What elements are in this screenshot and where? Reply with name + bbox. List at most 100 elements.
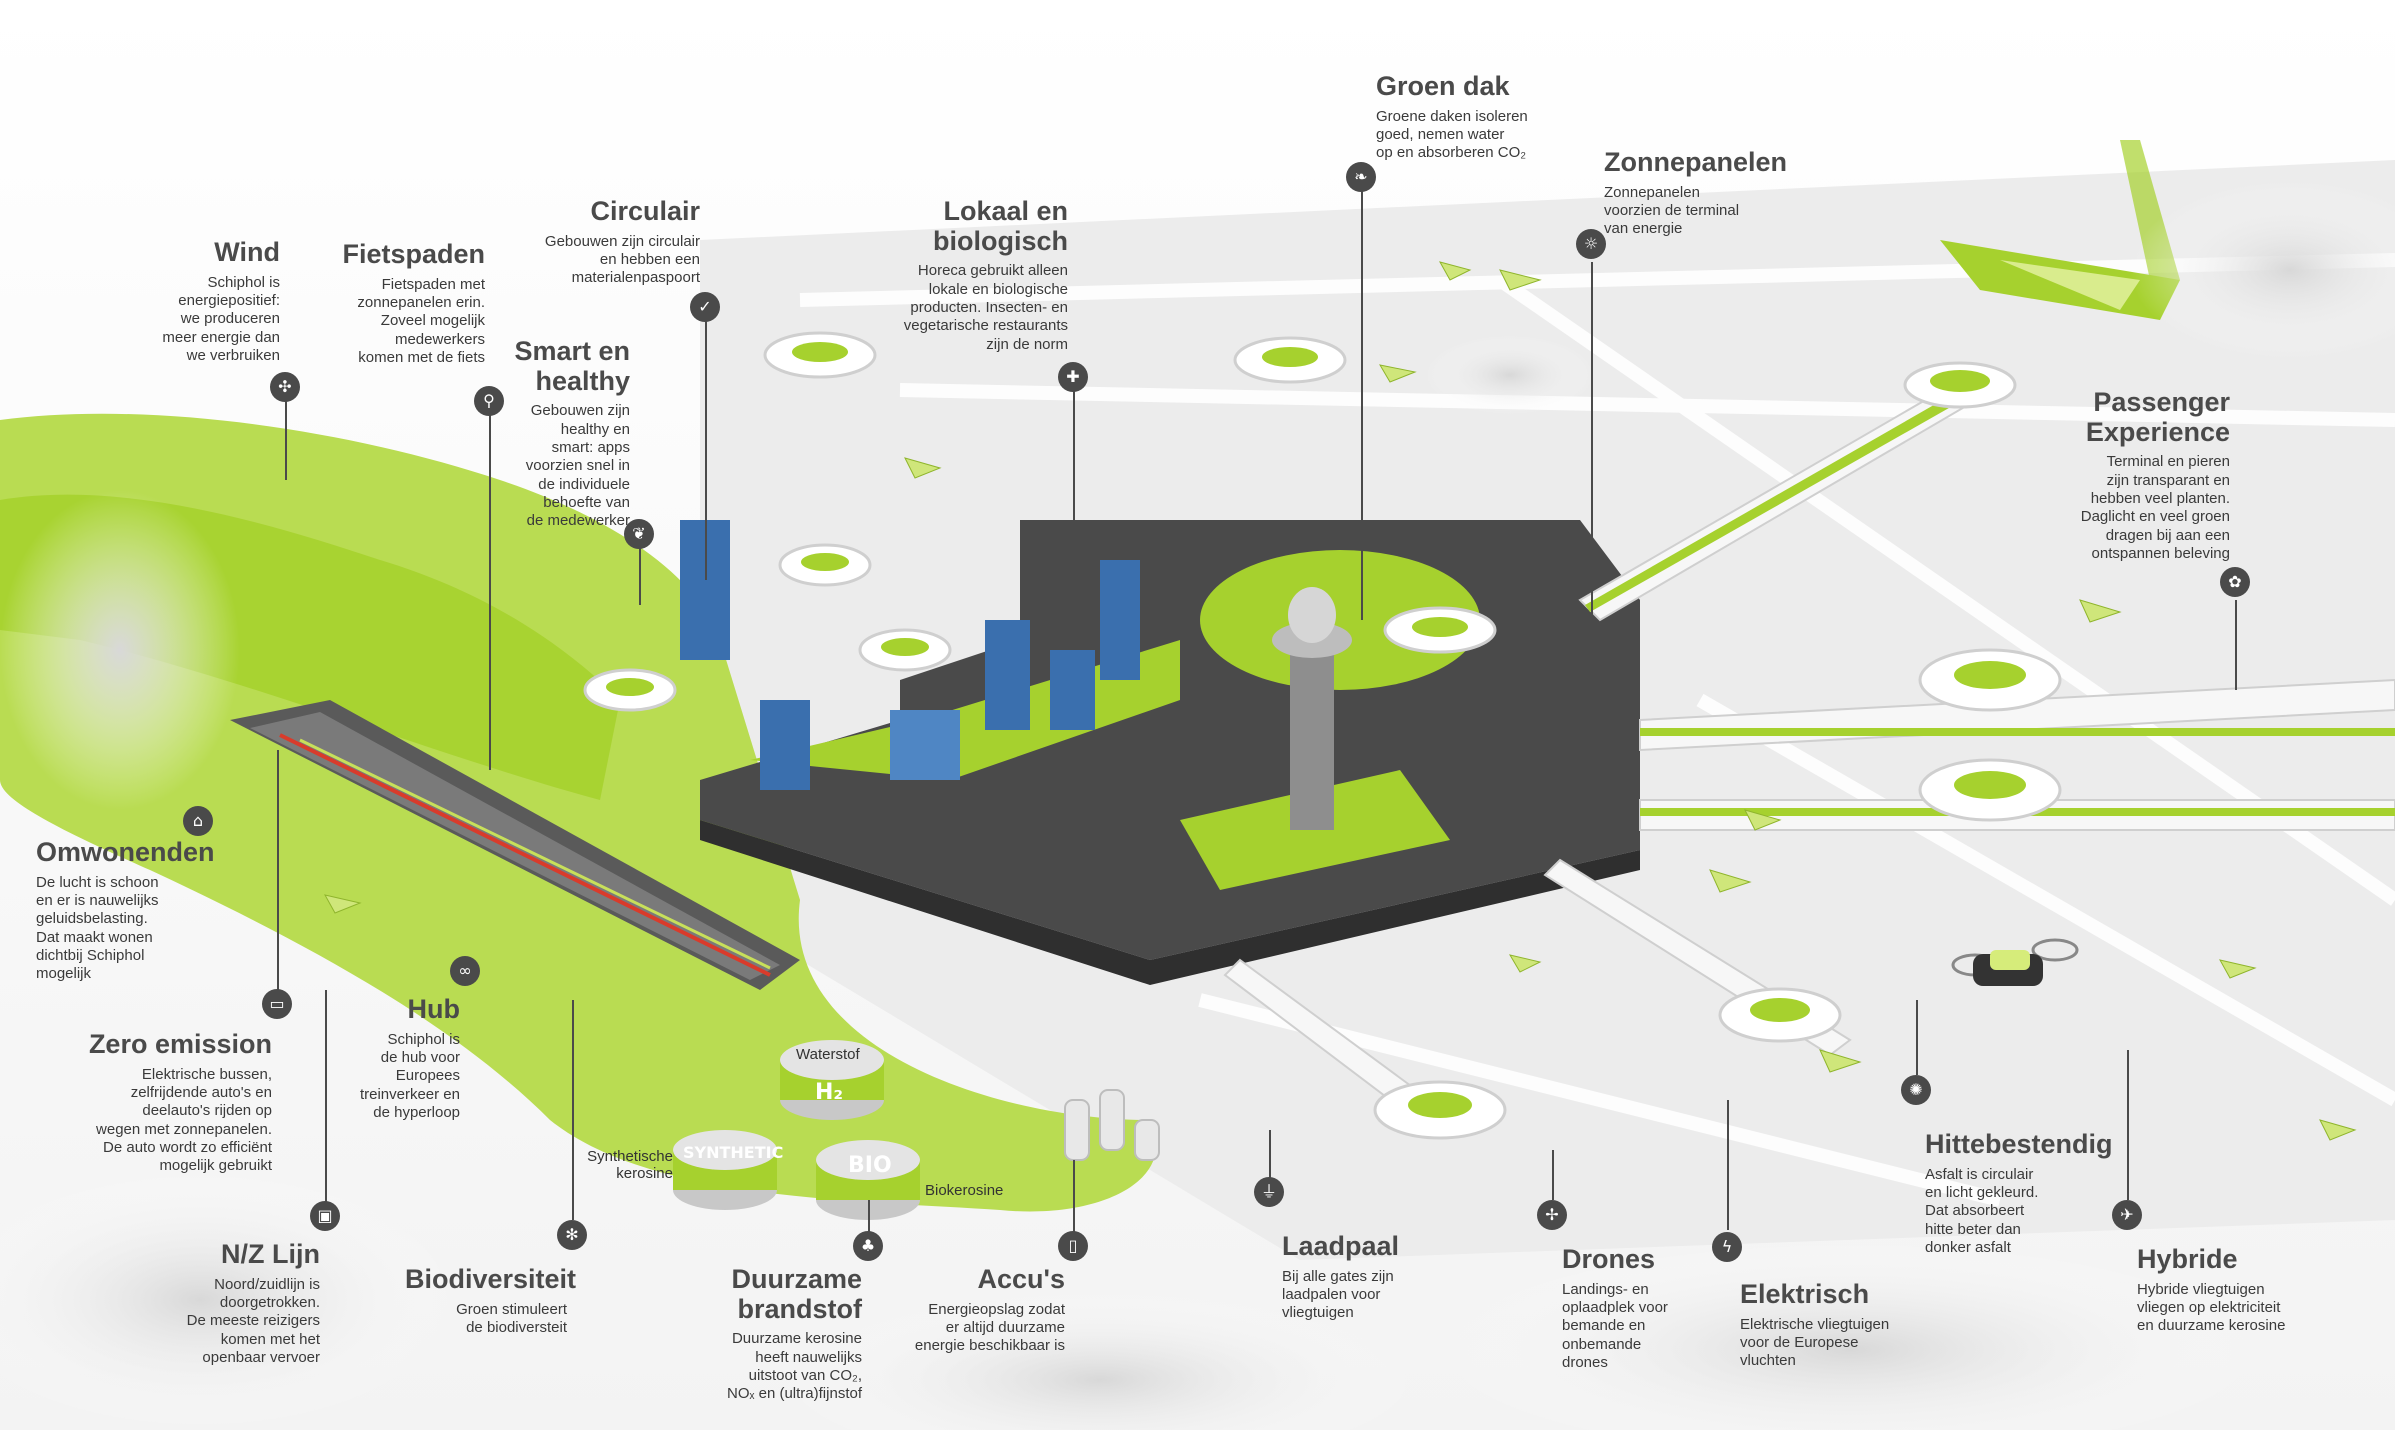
leader-brandstof <box>868 1200 870 1245</box>
tank-bio-label: BIO <box>848 1153 892 1178</box>
callout-omwonenden: Omwonenden De lucht is schoon en er is n… <box>36 837 215 983</box>
callout-passenger: Passenger Experience Terminal en pieren … <box>2040 387 2230 563</box>
callout-text: Horeca gebruikt alleen lokale en biologi… <box>903 262 1068 353</box>
callout-title: Hybride <box>2137 1244 2238 1274</box>
house-icon: ⌂ <box>183 806 213 836</box>
leader-nz <box>325 990 327 1215</box>
leader-wind <box>285 380 287 480</box>
plant-icon: ✿ <box>2220 567 2250 597</box>
leader-zonnepanelen <box>1591 262 1593 762</box>
check-circle-icon: ✓ <box>690 292 720 322</box>
brain-icon: ❦ <box>624 519 654 549</box>
control-tower <box>1290 640 1334 830</box>
leader-lokaal <box>1073 390 1075 520</box>
callout-text: Elektrische bussen, zelfrijdende auto's … <box>96 1065 272 1175</box>
leader-circulair <box>705 320 707 580</box>
callout-drones: Drones Landings- en oplaadplek voor bema… <box>1562 1244 1692 1372</box>
wind-turbine-icon: ✣ <box>270 372 300 402</box>
callout-hybride: Hybride Hybride vliegtuigen vliegen op e… <box>2137 1244 2337 1336</box>
callout-title: Passenger Experience <box>2085 387 2230 447</box>
leader-accus <box>1073 1160 1075 1235</box>
callout-title: Zero emission <box>88 1029 272 1059</box>
callout-title: Drones <box>1562 1244 1656 1274</box>
callout-title: N/Z Lijn <box>221 1239 320 1269</box>
callout-title: Lokaal en biologisch <box>933 196 1068 256</box>
callout-text: Terminal en pieren zijn transparant en h… <box>2080 453 2230 562</box>
leader-zero <box>277 750 279 990</box>
callout-text: Asfalt is circulair en licht gekleurd. D… <box>1925 1165 2039 1256</box>
car-icon: ▭ <box>262 989 292 1019</box>
callout-title: Hub <box>407 994 460 1024</box>
leader-groendak <box>1361 190 1363 620</box>
callout-zonnepanelen: Zonnepanelen Zonnepanelen voorzien de te… <box>1604 147 1794 239</box>
leader-biodiversiteit <box>572 1000 574 1220</box>
callout-smart: Smart en healthy Gebouwen zijn healthy e… <box>505 336 630 530</box>
battery-icon: ▯ <box>1058 1231 1088 1261</box>
callout-laadpaal: Laadpaal Bij alle gates zijn laadpalen v… <box>1282 1231 1442 1323</box>
callout-text: Fietspaden met zonnepanelen erin. Zoveel… <box>357 275 485 366</box>
callout-fietspaden: Fietspaden Fietspaden met zonnepanelen e… <box>320 239 485 367</box>
callout-text: Schiphol is de hub voor Europees treinve… <box>359 1030 460 1121</box>
callout-title: Circulair <box>590 196 700 226</box>
leaf-icon: ❧ <box>1346 162 1376 192</box>
callout-title: Fietspaden <box>342 239 485 269</box>
callout-text: Energieopslag zodat er altijd duurzame e… <box>914 1300 1065 1355</box>
callout-text: Bij alle gates zijn laadpalen voor vlieg… <box>1282 1267 1394 1322</box>
callout-brandstof: Duurzame brandstof Duurzame kerosine hee… <box>700 1264 862 1404</box>
callout-hittebestendig: Hittebestendig Asfalt is circulair en li… <box>1925 1129 2115 1257</box>
callout-title: Zonnepanelen <box>1604 147 1788 177</box>
callout-title: Laadpaal <box>1282 1231 1400 1261</box>
callout-text: Noord/zuidlijn is doorgetrokken. De mees… <box>186 1275 320 1366</box>
train-icon: ▣ <box>310 1201 340 1231</box>
callout-accus: Accu's Energieopslag zodat er altijd duu… <box>890 1264 1065 1356</box>
sun-heat-icon: ✺ <box>1901 1075 1931 1105</box>
bee-icon: ✻ <box>557 1220 587 1250</box>
callout-text: Schiphol is energiepositief: we producer… <box>162 273 280 364</box>
callout-elektrisch: Elektrisch Elektrische vliegtuigen voor … <box>1740 1279 1940 1371</box>
label-biokerosine: Biokerosine <box>925 1182 1004 1199</box>
leader-laadpaal <box>1269 1130 1271 1180</box>
callout-text: Groen stimuleert de biodiversteit <box>456 1300 567 1336</box>
callout-text: Gebouwen zijn healthy en smart: apps voo… <box>525 402 630 530</box>
label-synthetische: Synthetische kerosine <box>587 1148 673 1182</box>
callout-text: Zonnepanelen voorzien de terminal van en… <box>1604 183 1740 238</box>
leader-fietspaden <box>489 410 491 770</box>
callout-circulair: Circulair Gebouwen zijn circulair en heb… <box>520 196 700 288</box>
callout-title: Smart en healthy <box>514 336 630 396</box>
callout-text: Hybride vliegtuigen vliegen op elektrici… <box>2137 1280 2286 1335</box>
callout-text: Elektrische vliegtuigen voor de Europese… <box>1740 1315 1890 1370</box>
fuel-tanks <box>673 1040 920 1220</box>
label-waterstof: Waterstof <box>796 1046 860 1063</box>
sun-icon: ☼ <box>1576 229 1606 259</box>
callout-hub: Hub Schiphol is de hub voor Europees tre… <box>340 994 460 1122</box>
tank-synthetic-label: SYNTHETIC <box>683 1143 784 1162</box>
callout-title: Duurzame brandstof <box>731 1264 862 1324</box>
callout-biodiversiteit: Biodiversiteit Groen stimuleert de biodi… <box>405 1264 576 1337</box>
tank-h2-label: H₂ <box>815 1080 844 1105</box>
callout-text: Gebouwen zijn circulair en hebben een ma… <box>544 232 700 287</box>
callout-zero: Zero emission Elektrische bussen, zelfri… <box>62 1029 272 1175</box>
leader-hybride <box>2127 1050 2129 1200</box>
callout-title: Groen dak <box>1376 71 1510 101</box>
leader-drones <box>1552 1150 1554 1200</box>
infinity-icon: ∞ <box>450 956 480 986</box>
leaf-sprout-icon: ♣ <box>853 1231 883 1261</box>
callout-title: Hittebestendig <box>1925 1129 2113 1159</box>
callout-text: De lucht is schoon en er is nauwelijks g… <box>36 873 159 983</box>
leader-smart <box>639 545 641 605</box>
callout-groendak: Groen dak Groene daken isoleren goed, ne… <box>1376 71 1566 163</box>
drone-icon: ✢ <box>1537 1200 1567 1230</box>
callout-title: Elektrisch <box>1740 1279 1870 1309</box>
callout-nz: N/Z Lijn Noord/zuidlijn is doorgetrokken… <box>150 1239 320 1367</box>
callout-lokaal: Lokaal en biologisch Horeca gebruikt all… <box>880 196 1068 354</box>
leader-elektrisch <box>1727 1100 1729 1230</box>
callout-title: Omwonenden <box>36 837 215 867</box>
callout-wind: Wind Schiphol is energiepositief: we pro… <box>150 237 280 365</box>
leader-passenger <box>2235 600 2237 690</box>
callout-title: Accu's <box>977 1264 1065 1294</box>
leader-hittebestendig <box>1916 1000 1918 1075</box>
plug-icon: ⏚ <box>1254 1177 1284 1207</box>
callout-text: Landings- en oplaadplek voor bemande en … <box>1562 1280 1668 1371</box>
